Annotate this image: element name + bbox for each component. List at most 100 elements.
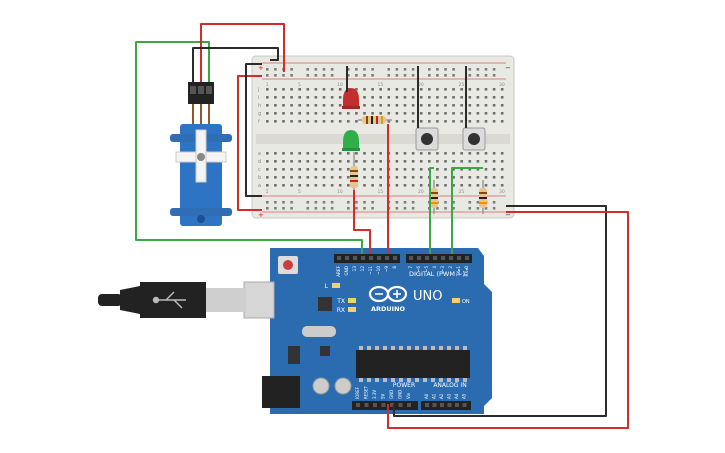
wire-button-2[interactable] — [451, 167, 483, 254]
digital-pin[interactable] — [449, 256, 453, 260]
digital-pin-label: ~11 — [368, 266, 373, 275]
rx-label: RX — [337, 307, 345, 314]
pushbutton-icon-1[interactable] — [415, 127, 439, 151]
column-number: 25 — [459, 82, 465, 88]
row-letter: a — [258, 183, 261, 189]
analog-pin[interactable] — [462, 403, 467, 407]
pushbutton-icon-2[interactable] — [462, 127, 486, 151]
digital-pin-label: ~6 — [416, 266, 421, 273]
usb-cable-icon — [98, 281, 275, 319]
digital-pin-label: GND — [344, 266, 349, 276]
resistor-icon-horizontal[interactable] — [358, 116, 392, 124]
digital-pin[interactable] — [433, 256, 437, 260]
analog-pin-label: A0 — [424, 393, 429, 399]
row-letter: c — [258, 167, 261, 173]
power-pin[interactable] — [398, 403, 403, 407]
digital-pin[interactable] — [337, 256, 341, 260]
column-number: 1 — [266, 189, 269, 195]
analog-pin[interactable] — [447, 403, 452, 407]
digital-pin[interactable] — [441, 256, 445, 260]
rail-minus-label-top: − — [505, 64, 511, 72]
led-icon-red[interactable] — [342, 88, 360, 109]
row-letter: e — [258, 151, 261, 157]
analog-header-title: ANALOG IN — [433, 382, 466, 389]
digital-pin[interactable] — [465, 256, 469, 260]
wire-rail-minus-link[interactable] — [245, 63, 262, 197]
analog-pin[interactable] — [425, 403, 429, 407]
wire-5v-to-board[interactable] — [387, 211, 629, 429]
digital-pin-label: 7 — [408, 266, 413, 269]
analog-header — [421, 401, 471, 410]
power-pin[interactable] — [373, 403, 377, 407]
wire-servo-power[interactable] — [200, 23, 285, 82]
column-number: 5 — [298, 189, 301, 195]
digital-pin-label: 12 — [360, 266, 365, 272]
analog-pin-label: A3 — [447, 393, 452, 399]
digital-pin[interactable] — [393, 256, 397, 260]
power-header-title: POWER — [393, 382, 415, 389]
column-number: 10 — [337, 82, 343, 88]
power-pin[interactable] — [356, 403, 360, 407]
digital-pin-label: RX◂0 — [464, 266, 469, 277]
power-pin[interactable] — [407, 403, 411, 407]
digital-pin-label: ~9 — [384, 266, 389, 273]
digital-pin[interactable] — [457, 256, 461, 260]
digital-pin-label: ~5 — [424, 266, 429, 273]
digital-pin[interactable] — [353, 256, 357, 260]
power-pin-label: RESET — [364, 386, 369, 399]
digital-pin[interactable] — [385, 256, 389, 260]
digital-header-right — [406, 254, 472, 263]
digital-pin[interactable] — [417, 256, 421, 260]
row-letter: h — [258, 103, 261, 109]
power-jack — [262, 376, 300, 408]
digital-pin-label: 8 — [392, 266, 397, 269]
power-pin-label: Vin — [406, 392, 411, 399]
on-led-label: ON — [462, 299, 470, 305]
rail-plus-label-top: + — [258, 64, 264, 72]
digital-pin[interactable] — [377, 256, 381, 260]
capacitor-2 — [334, 377, 352, 395]
digital-pin[interactable] — [345, 256, 349, 260]
resistor-icon-button-1[interactable] — [430, 180, 438, 214]
column-number: 30 — [499, 82, 505, 88]
digital-pin[interactable] — [361, 256, 365, 260]
board-model-name: UNO — [413, 289, 442, 304]
column-number: 15 — [378, 82, 384, 88]
wire-servo-ground[interactable] — [192, 47, 279, 82]
resistor-icon-button-2[interactable] — [479, 180, 487, 214]
wire-led-green-pin[interactable] — [353, 190, 371, 254]
atmega-chip — [356, 350, 470, 378]
power-pin[interactable] — [381, 403, 386, 407]
wire-button-1[interactable] — [429, 167, 434, 254]
power-pin[interactable] — [390, 403, 394, 407]
power-pin-label: GND — [389, 390, 394, 399]
row-letter: g — [258, 111, 261, 117]
row-letter: d — [258, 159, 261, 165]
column-number: 15 — [378, 189, 384, 195]
digital-pin-label: ~3 — [440, 266, 445, 273]
digital-pin[interactable] — [425, 256, 429, 260]
column-number: 1 — [266, 82, 269, 88]
column-number: 30 — [499, 189, 505, 195]
crystal — [302, 326, 336, 337]
analog-pin[interactable] — [440, 403, 444, 407]
power-pin[interactable] — [364, 403, 369, 407]
column-number: 20 — [418, 189, 424, 195]
servo-icon[interactable] — [170, 82, 232, 226]
analog-pin[interactable] — [455, 403, 459, 407]
led-icon-green[interactable] — [342, 130, 360, 151]
digital-pin[interactable] — [409, 256, 413, 260]
analog-pin[interactable] — [432, 403, 437, 407]
power-pin-label: GND — [398, 390, 403, 399]
tx-label: TX — [336, 298, 345, 305]
wire-ground-to-board[interactable] — [393, 205, 607, 417]
digital-pin[interactable] — [369, 256, 373, 260]
wire-rail-plus-link[interactable] — [237, 75, 262, 211]
power-pin-label: IOREF — [355, 386, 360, 399]
digital-pin-label: AREF — [336, 265, 341, 276]
column-number: 25 — [459, 189, 465, 195]
arduino-infinity-logo-icon — [368, 285, 408, 303]
column-number: 10 — [337, 189, 343, 195]
